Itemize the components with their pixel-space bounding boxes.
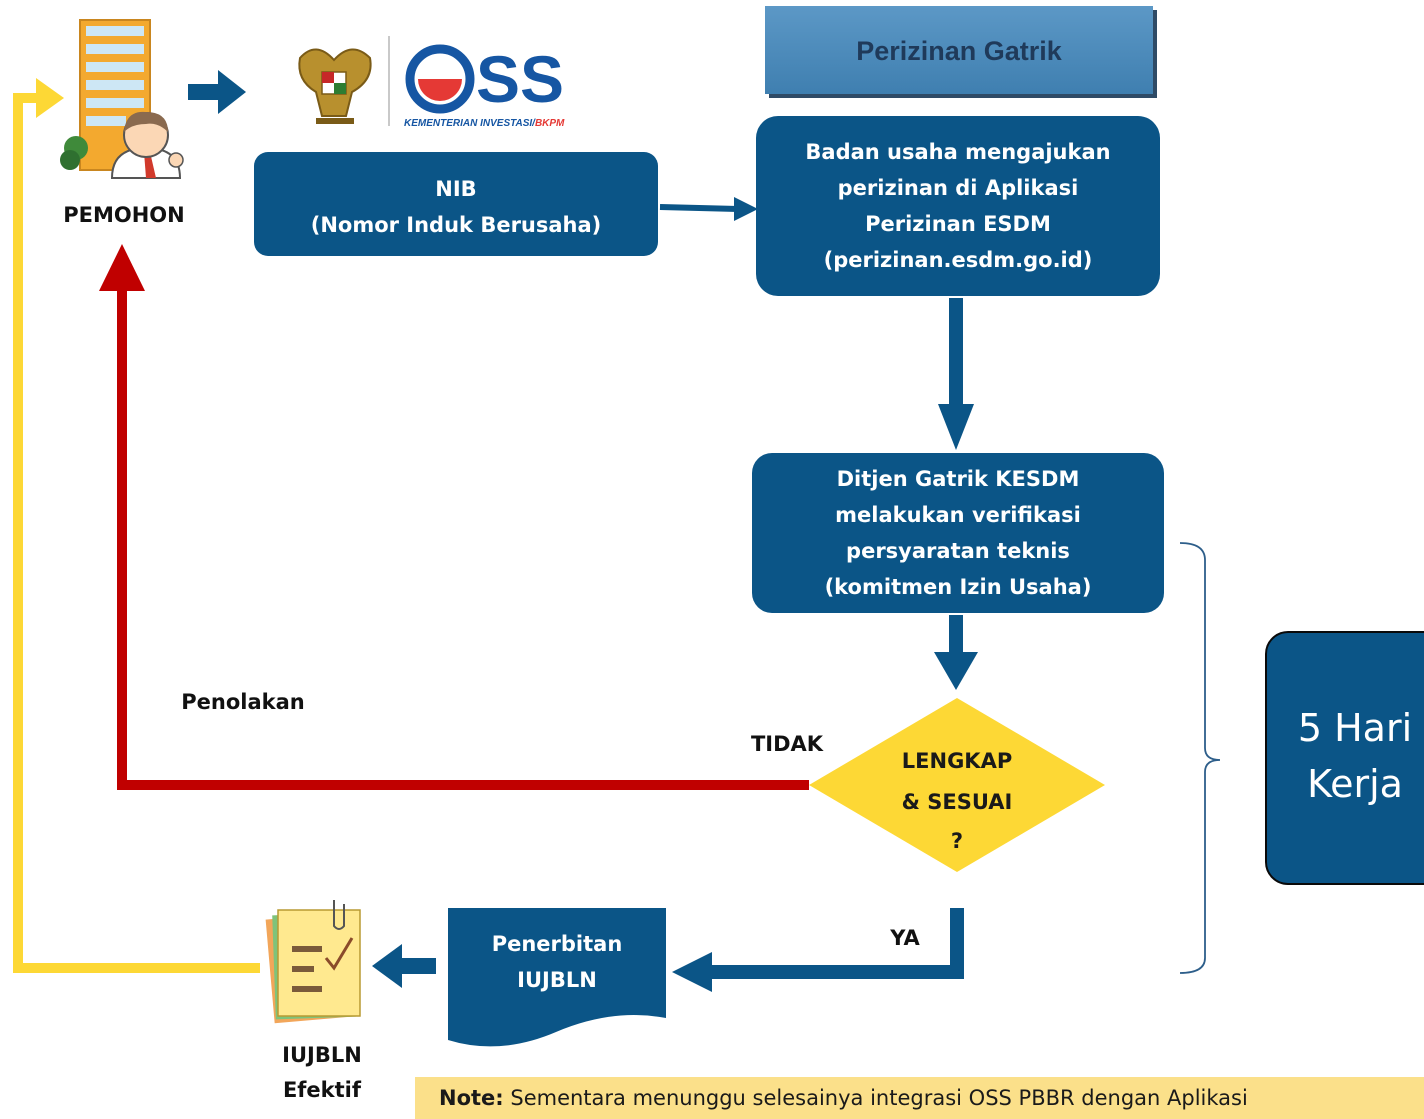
approval-path-arrow bbox=[672, 908, 964, 992]
decision-line2: & SESUAI bbox=[902, 790, 1013, 814]
duration-line2: Kerja bbox=[1307, 762, 1403, 806]
apply-line2: perizinan di Aplikasi bbox=[838, 176, 1079, 200]
note-banner: Note: Sementara menunggu selesainya inte… bbox=[415, 1077, 1424, 1119]
rejection-path-arrow bbox=[99, 244, 809, 790]
applicant-person-icon bbox=[110, 111, 184, 179]
duration-box: 5 Hari Kerja bbox=[1265, 631, 1424, 885]
apply-line4: (perizinan.esdm.go.id) bbox=[824, 248, 1093, 272]
issue-document-box: Penerbitan IUJBLN bbox=[448, 908, 666, 1047]
decision-yes-label: YA bbox=[889, 926, 920, 950]
arrow-applicant-to-oss bbox=[188, 70, 246, 114]
arrow-issue-to-certificate bbox=[372, 944, 436, 988]
nib-line2: (Nomor Induk Berusaha) bbox=[311, 213, 602, 237]
apply-line1: Badan usaha mengajukan bbox=[805, 140, 1110, 164]
apply-box: Badan usaha mengajukan perizinan di Apli… bbox=[756, 116, 1160, 296]
apply-line3: Perizinan ESDM bbox=[865, 212, 1051, 236]
garuda-emblem-icon bbox=[298, 48, 372, 124]
nib-line1: NIB bbox=[435, 177, 476, 201]
decision-line1: LENGKAP bbox=[902, 749, 1012, 773]
oss-flag-icon bbox=[418, 79, 462, 101]
result-line2: Efektif bbox=[283, 1078, 362, 1102]
verify-line1: Ditjen Gatrik KESDM bbox=[837, 467, 1080, 491]
paperclip-icon bbox=[333, 900, 345, 930]
issue-line1: Penerbitan bbox=[492, 932, 623, 956]
nib-box: NIB (Nomor Induk Berusaha) bbox=[254, 152, 658, 256]
oss-wordmark: SS bbox=[476, 42, 564, 116]
oss-logo: SS KEMENTERIAN INVESTASI/BKPM bbox=[404, 42, 565, 129]
applicant-label: PEMOHON bbox=[63, 203, 185, 227]
header-perizinan-gatrik: Perizinan Gatrik bbox=[765, 6, 1157, 98]
verify-box: Ditjen Gatrik KESDM melakukan verifikasi… bbox=[752, 453, 1164, 613]
decision-line3: ? bbox=[951, 829, 963, 853]
oss-tagline: KEMENTERIAN INVESTASI/BKPM bbox=[404, 118, 565, 129]
arrow-nib-to-apply bbox=[659, 197, 758, 221]
verify-line3: persyaratan teknis bbox=[846, 539, 1070, 563]
verify-line2: melakukan verifikasi bbox=[835, 503, 1081, 527]
header-title: Perizinan Gatrik bbox=[856, 36, 1063, 66]
duration-brace bbox=[1179, 542, 1221, 974]
oss-ring-icon bbox=[405, 44, 475, 114]
note-label: Note: bbox=[439, 1086, 504, 1110]
certificate-document-icon bbox=[265, 900, 361, 1024]
issue-line2: IUJBLN bbox=[517, 968, 597, 992]
result-line1: IUJBLN bbox=[282, 1043, 362, 1067]
rejection-label: Penolakan bbox=[181, 690, 304, 714]
decision-diamond: LENGKAP & SESUAI ? bbox=[809, 698, 1105, 872]
note-text: Sementara menunggu selesainya integrasi … bbox=[510, 1086, 1248, 1110]
arrow-apply-to-verify bbox=[938, 298, 974, 450]
duration-line1: 5 Hari bbox=[1298, 706, 1412, 750]
decision-no-label: TIDAK bbox=[751, 732, 824, 756]
return-path-arrow bbox=[13, 78, 260, 973]
verify-line4: (komitmen Izin Usaha) bbox=[825, 575, 1092, 599]
arrow-verify-to-decision bbox=[934, 615, 978, 690]
